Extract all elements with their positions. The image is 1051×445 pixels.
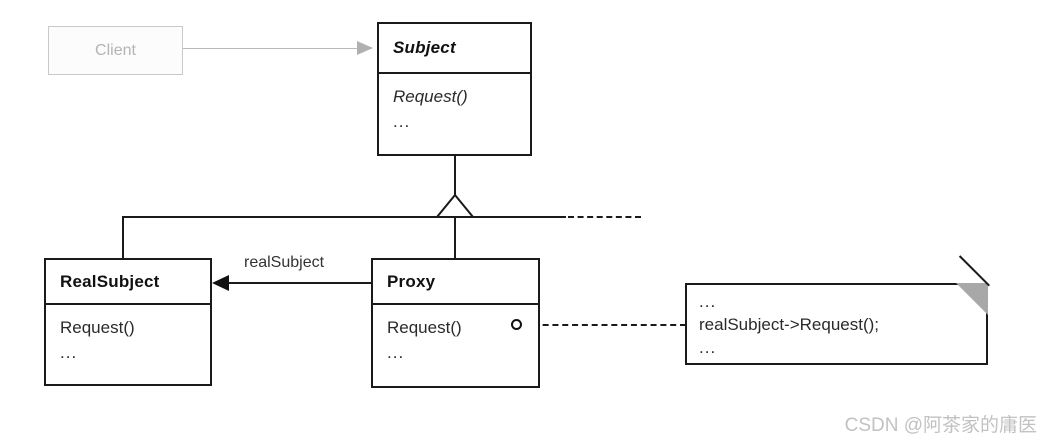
class-operations-subject: Request() ... — [379, 74, 530, 154]
generalization-stem-upper — [454, 155, 456, 196]
arrowhead-filled-icon — [212, 275, 229, 291]
note-shape — [685, 283, 988, 365]
note-fold-edge — [958, 255, 990, 287]
class-operations-realsubject: Request() ... — [46, 305, 210, 384]
dependency-line-client-subject — [183, 48, 358, 49]
generalization-triangle-icon — [436, 194, 474, 218]
generalization-branch-proxy — [454, 216, 456, 260]
note-line-1: ... — [699, 292, 717, 311]
operation-ellipsis: ... — [387, 343, 405, 362]
class-name-client: Client — [95, 41, 136, 59]
generalization-bar — [122, 216, 566, 218]
generalization-branch-realsubject — [122, 216, 124, 260]
generalization-bar-dashed-extension — [568, 216, 641, 218]
class-name-proxy: Proxy — [373, 260, 538, 305]
note-line-3: ... — [699, 338, 717, 357]
note-box-proxy-request[interactable]: ... realSubject->Request(); ... — [685, 255, 990, 365]
class-box-client[interactable]: Client — [48, 26, 183, 75]
class-box-realsubject[interactable]: RealSubject Request() ... — [44, 258, 212, 386]
operation-request: Request() — [60, 318, 135, 337]
operation-request: Request() — [387, 318, 462, 337]
class-operations-proxy: Request() ... — [373, 305, 538, 386]
operation-request: Request() — [393, 87, 468, 106]
note-line-2: realSubject->Request(); — [699, 315, 880, 334]
class-name-realsubject: RealSubject — [46, 260, 210, 305]
note-anchor-circle-icon — [511, 319, 522, 330]
operation-ellipsis: ... — [60, 343, 78, 362]
operation-ellipsis: ... — [393, 112, 411, 131]
note-link-dashed-line — [523, 324, 686, 326]
arrowhead-open-icon — [357, 41, 373, 55]
association-role-label: realSubject — [244, 254, 325, 271]
note-text: ... realSubject->Request(); ... — [699, 290, 980, 359]
class-box-subject[interactable]: Subject Request() ... — [377, 22, 532, 156]
watermark-text: CSDN @阿茶家的庸医 — [844, 415, 1037, 436]
class-name-subject: Subject — [379, 24, 530, 74]
association-line-proxy-realsubject — [226, 282, 372, 284]
